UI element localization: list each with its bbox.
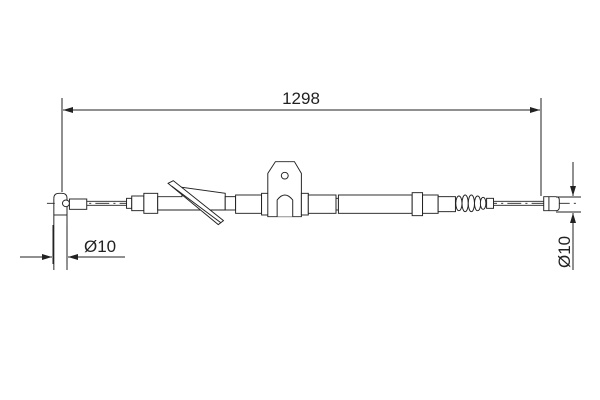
left-nipple xyxy=(62,199,70,208)
left-diameter-dimension: Ø10 xyxy=(20,225,125,264)
right-end-fitting xyxy=(543,196,560,212)
adjust-nut xyxy=(126,197,133,209)
right-diameter-dimension: Ø10 xyxy=(555,162,581,270)
bracket-hole xyxy=(280,171,289,180)
left-diameter-label: Ø10 xyxy=(84,237,116,256)
crimp xyxy=(411,192,424,217)
rubber-boot xyxy=(455,194,487,213)
length-label: 1298 xyxy=(282,89,320,108)
left-end-fitting xyxy=(53,192,68,270)
diagonal-clip xyxy=(167,180,225,226)
bracket-slot xyxy=(276,194,294,217)
right-diameter-label: Ø10 xyxy=(555,236,574,268)
brake-cable xyxy=(46,161,581,270)
length-dimension: 1298 xyxy=(61,89,542,196)
left-ferrule xyxy=(68,198,88,210)
tube-section xyxy=(235,194,263,214)
outer-casing xyxy=(337,194,413,214)
